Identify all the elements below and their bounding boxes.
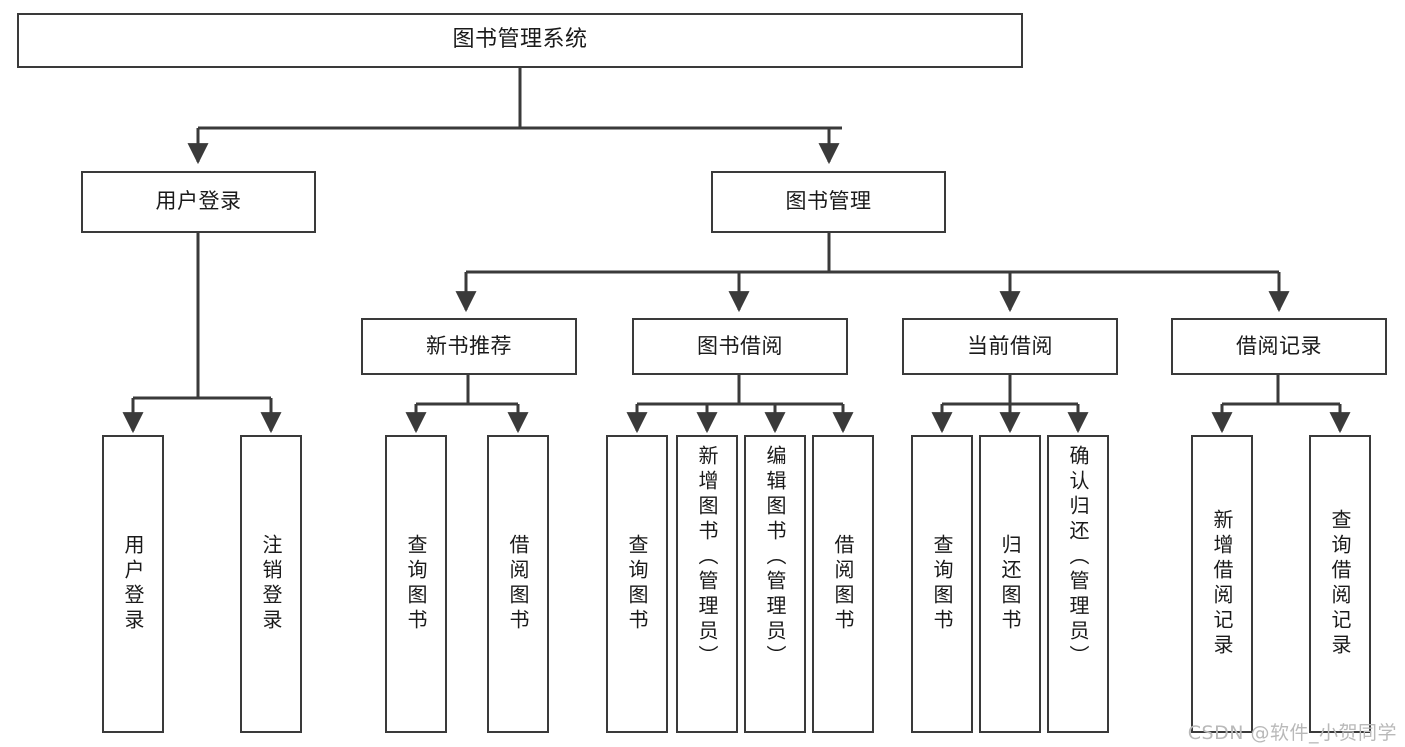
- watermark-credit: CSDN @软件_小贺同学: [1187, 722, 1397, 744]
- node-label: 新增借阅记录: [1210, 509, 1234, 659]
- leaf-user-login-logout[interactable]: 注销登录: [240, 435, 302, 733]
- node-label: 当前借阅: [967, 333, 1053, 358]
- node-current-borrow[interactable]: 当前借阅: [902, 318, 1118, 375]
- node-label: 图书管理系统: [452, 27, 588, 53]
- leaf-book-borrow-query[interactable]: 查询图书: [606, 435, 668, 733]
- node-borrow-record[interactable]: 借阅记录: [1171, 318, 1387, 375]
- node-book-management[interactable]: 图书管理: [711, 171, 946, 233]
- node-label: 确认归还（管理员）: [1066, 445, 1090, 670]
- node-label: 借阅图书: [506, 534, 530, 634]
- node-label: 图书管理: [785, 189, 872, 214]
- node-label: 查询图书: [404, 534, 428, 634]
- node-user-login[interactable]: 用户登录: [81, 171, 316, 233]
- node-label: 借阅图书: [831, 534, 855, 634]
- leaf-current-borrow-confirm-return[interactable]: 确认归还（管理员）: [1047, 435, 1109, 733]
- node-new-book-recommend[interactable]: 新书推荐: [361, 318, 577, 375]
- leaf-current-borrow-return[interactable]: 归还图书: [979, 435, 1041, 733]
- node-label: 图书借阅: [697, 333, 783, 358]
- node-root-system[interactable]: 图书管理系统: [17, 13, 1023, 68]
- leaf-book-borrow-borrow[interactable]: 借阅图书: [812, 435, 874, 733]
- node-label: 用户登录: [121, 534, 145, 634]
- leaf-current-borrow-query[interactable]: 查询图书: [911, 435, 973, 733]
- leaf-borrow-record-add[interactable]: 新增借阅记录: [1191, 435, 1253, 733]
- node-label: 查询借阅记录: [1328, 509, 1352, 659]
- leaf-new-book-query[interactable]: 查询图书: [385, 435, 447, 733]
- node-label: 新增图书（管理员）: [695, 445, 719, 670]
- node-label: 归还图书: [998, 534, 1022, 634]
- leaf-user-login-login[interactable]: 用户登录: [102, 435, 164, 733]
- leaf-book-borrow-edit[interactable]: 编辑图书（管理员）: [744, 435, 806, 733]
- leaf-new-book-borrow[interactable]: 借阅图书: [487, 435, 549, 733]
- node-label: 用户登录: [155, 189, 242, 214]
- node-label: 查询图书: [625, 534, 649, 634]
- leaf-book-borrow-add[interactable]: 新增图书（管理员）: [676, 435, 738, 733]
- node-label: 借阅记录: [1236, 333, 1322, 358]
- node-label: 新书推荐: [426, 333, 512, 358]
- node-label: 注销登录: [259, 534, 283, 634]
- node-label: 查询图书: [930, 534, 954, 634]
- leaf-borrow-record-query[interactable]: 查询借阅记录: [1309, 435, 1371, 733]
- node-book-borrow[interactable]: 图书借阅: [632, 318, 848, 375]
- node-label: 编辑图书（管理员）: [763, 445, 787, 670]
